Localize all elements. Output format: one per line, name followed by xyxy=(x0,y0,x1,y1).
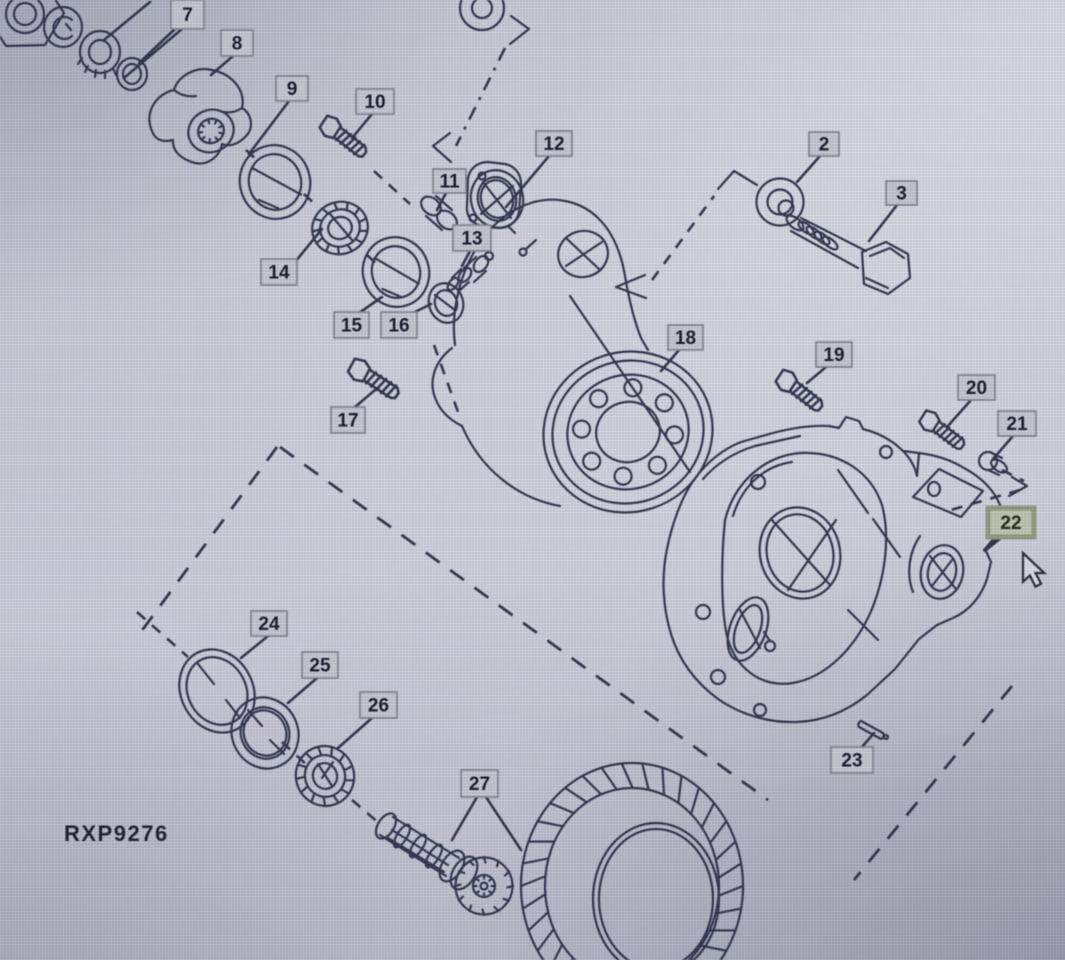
part-callout-24[interactable]: 24 xyxy=(239,610,288,660)
part-callout-number: 18 xyxy=(675,328,696,349)
part-callout-number: 12 xyxy=(543,134,564,155)
ring-24-drawing xyxy=(178,648,256,734)
part-callout-12[interactable]: 12 xyxy=(504,130,573,209)
carrier-18-drawing xyxy=(431,198,714,514)
part-callout-number: 22 xyxy=(1000,513,1021,534)
bolt-3-drawing xyxy=(785,214,912,296)
grease-fitting-13-drawing xyxy=(446,250,495,292)
part-callout-3[interactable]: 3 xyxy=(867,180,918,243)
part-callout-11[interactable]: 11 xyxy=(432,168,467,212)
part-callout-16[interactable]: 16 xyxy=(380,302,433,339)
part-callout-2[interactable]: 2 xyxy=(795,131,840,184)
part-callout-26[interactable]: 26 xyxy=(336,691,398,750)
part-callout-number: 16 xyxy=(388,316,409,337)
pin-23-drawing xyxy=(857,719,890,741)
part-callout-number: 10 xyxy=(364,92,385,113)
part-callout-number: 14 xyxy=(268,263,290,284)
part-callout-21[interactable]: 21 xyxy=(991,410,1037,461)
part-callout-10[interactable]: 10 xyxy=(350,88,395,140)
plug-21-drawing xyxy=(977,450,1009,477)
bearing-14-drawing xyxy=(311,200,369,256)
ring-gear-drawing xyxy=(519,761,745,960)
washer-2-drawing xyxy=(755,177,805,227)
bolt-20-drawing xyxy=(915,406,970,456)
top-center-washer-drawing xyxy=(458,0,506,32)
seal-15-drawing xyxy=(361,236,431,308)
seal-9-drawing xyxy=(238,144,312,220)
part-callout-19[interactable]: 19 xyxy=(805,341,853,385)
part-callout-17[interactable]: 17 xyxy=(330,388,377,434)
part-callout-number: 20 xyxy=(966,378,987,399)
pinion-27-drawing xyxy=(374,812,514,916)
part-callout-number: 8 xyxy=(232,34,243,55)
part-callout-number: 23 xyxy=(841,751,862,772)
part-callout-9[interactable]: 9 xyxy=(247,75,309,156)
part-callout-number: 17 xyxy=(337,411,358,432)
part-callout-number: 7 xyxy=(182,5,193,26)
dashed-assembly-axes xyxy=(133,14,1029,881)
part-callout-number: 13 xyxy=(461,229,482,250)
part-callout-number: 26 xyxy=(368,696,389,717)
part-callout-number: 9 xyxy=(287,79,298,100)
part-callout-18[interactable]: 18 xyxy=(659,324,704,373)
part-callout-22[interactable]: 22 xyxy=(983,505,1037,552)
part-callout-27[interactable]: 27 xyxy=(450,769,523,852)
mouse-cursor xyxy=(1021,550,1048,589)
ring-25-drawing xyxy=(230,696,300,770)
part-callout-number: 2 xyxy=(819,135,830,156)
part-callout-15[interactable]: 15 xyxy=(333,295,384,339)
part-callout-number: 19 xyxy=(823,345,844,366)
bolt-10-drawing xyxy=(315,111,373,164)
figure-code: RXP9276 xyxy=(64,821,169,846)
part-callout-14[interactable]: 14 xyxy=(260,227,324,286)
part-callout-number: 3 xyxy=(896,184,907,205)
part-callout-20[interactable]: 20 xyxy=(945,374,996,429)
part-callout-number: 25 xyxy=(309,656,331,677)
part-callout-25[interactable]: 25 xyxy=(286,651,339,705)
part-callout-number: 11 xyxy=(439,172,460,193)
part-callout-7[interactable]: 7 xyxy=(102,0,205,80)
part-callout-number: 15 xyxy=(341,316,363,337)
part-callout-number: 27 xyxy=(469,774,490,795)
part-callout-number: 24 xyxy=(258,614,280,635)
part-callout-number: 21 xyxy=(1006,414,1028,435)
part-callout-13[interactable]: 13 xyxy=(452,224,492,268)
bolt-17-drawing xyxy=(343,354,405,406)
part-callout-8[interactable]: 8 xyxy=(209,29,254,77)
housing-22-drawing xyxy=(662,415,1005,724)
top-left-fasteners-drawing xyxy=(0,0,149,92)
part-callout-23[interactable]: 23 xyxy=(830,731,876,774)
yoke-drawing xyxy=(148,68,252,165)
